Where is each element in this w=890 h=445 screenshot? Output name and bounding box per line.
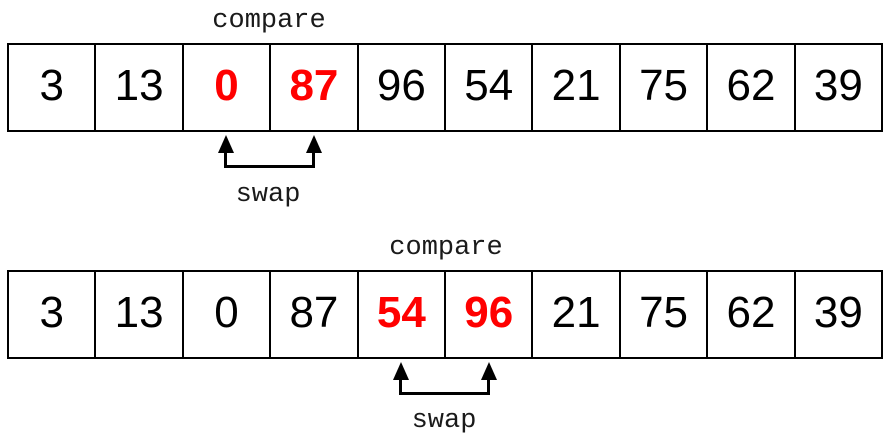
array-cell: 0 [184, 272, 272, 357]
array-cell: 54 [359, 272, 447, 357]
arrow-up-icon [217, 135, 234, 153]
array-cell: 75 [621, 45, 709, 130]
array-cell: 87 [271, 272, 359, 357]
array-cell: 13 [96, 45, 184, 130]
array-cell: 39 [813, 287, 863, 337]
array-cell: 96 [359, 45, 447, 130]
array-cell: 3 [9, 45, 97, 130]
compare-label: compare [212, 6, 326, 36]
array-cell: 21 [533, 272, 621, 357]
swap-label: swap [235, 180, 301, 210]
swap-bracket [392, 362, 497, 395]
array-cell: 96 [446, 272, 534, 357]
array-row: 3 13 0 87 54 96 21 75 62 39 [7, 270, 883, 359]
swap-label: swap [411, 406, 477, 436]
array-cell: 75 [621, 272, 709, 357]
array-cell: 87 [271, 45, 359, 130]
swap-bracket [217, 135, 322, 168]
arrow-up-icon [480, 362, 497, 380]
array-cell: 62 [708, 272, 796, 357]
array-cell: 54 [446, 45, 534, 130]
array-cell: 62 [708, 45, 796, 130]
arrow-up-icon [392, 362, 409, 380]
array-cell: 3 [9, 272, 97, 357]
array-cell: 21 [533, 45, 621, 130]
array-cell: 39 [813, 60, 863, 110]
array-row: 3 13 0 87 96 54 21 75 62 39 [7, 43, 883, 132]
array-cell: 13 [96, 272, 184, 357]
array-cell: 0 [184, 45, 272, 130]
compare-label: compare [389, 233, 503, 263]
arrow-up-icon [305, 135, 322, 153]
